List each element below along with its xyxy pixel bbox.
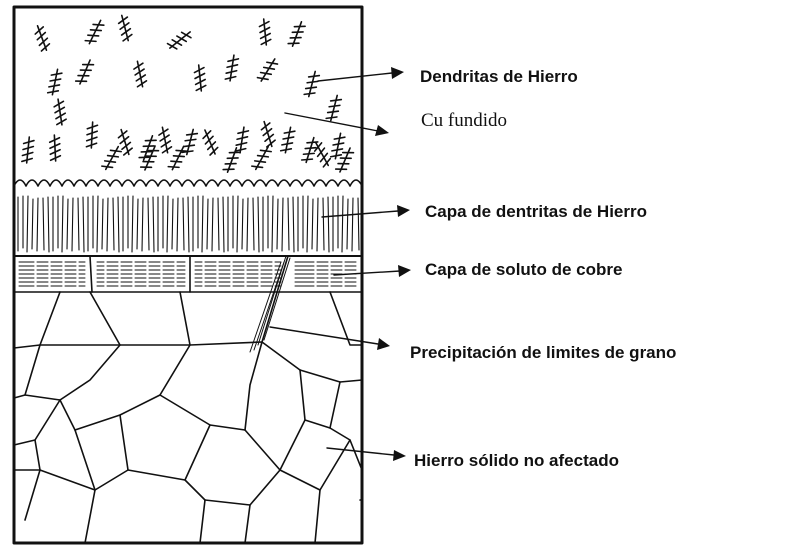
label-cu-fundido: Cu fundido	[421, 110, 507, 131]
copper-solute-layer	[18, 261, 357, 287]
iron-dendrite	[117, 14, 133, 42]
label-capa-de-soluto: Capa de soluto de cobre	[425, 260, 622, 279]
label-precipitacion: Precipitación de limites de grano	[410, 343, 676, 362]
iron-dendrite	[84, 19, 105, 45]
iron-dendrite	[334, 147, 355, 173]
iron-grain-boundaries	[13, 255, 363, 544]
specimen-outline	[12, 5, 364, 545]
iron-dendrite	[21, 136, 35, 164]
iron-dendrite	[166, 31, 192, 50]
arrow-capa-soluto	[333, 265, 411, 277]
iron-dendrite	[101, 145, 122, 171]
iron-dendrite	[234, 126, 250, 154]
iron-dendrite	[85, 121, 99, 149]
iron-dendrite	[279, 126, 296, 154]
label-dendritas-de-hierro: Dendritas de Hierro	[420, 67, 578, 86]
iron-dendrite	[260, 120, 276, 148]
iron-dendrite	[74, 59, 95, 85]
iron-dendrite	[181, 128, 199, 156]
label-hierro-solido: Hierro sólido no afectado	[414, 451, 619, 470]
iron-dendrite	[256, 58, 279, 82]
arrow-hierro-solido	[326, 447, 406, 461]
iron-dendrite	[325, 94, 343, 122]
iron-dendrite	[53, 98, 67, 126]
iron-dendrite	[287, 20, 306, 48]
arrow-dendritas	[317, 67, 404, 82]
molten-copper-region	[21, 14, 355, 174]
iron-dendrite	[48, 134, 62, 162]
iron-dendrite	[34, 24, 51, 52]
iron-dendrite	[313, 141, 332, 168]
arrow-capa-dendritas	[321, 205, 410, 218]
arrow-cu-fundido	[284, 112, 389, 136]
iron-dendrite	[167, 145, 188, 171]
label-capa-de-dentritas: Capa de dentritas de Hierro	[425, 202, 647, 221]
iron-dendrite	[222, 146, 241, 174]
iron-dendrite	[329, 132, 346, 160]
iron-dendrite	[133, 60, 148, 88]
iron-dendrite	[117, 128, 133, 156]
iron-dendrite	[193, 64, 207, 92]
iron-dendrite	[46, 68, 63, 96]
iron-dendrite-layer	[17, 195, 360, 253]
grain-boundary-precipitation	[249, 255, 291, 353]
liquid-solid-interface	[13, 179, 363, 187]
iron-dendrite	[251, 145, 272, 171]
iron-dendrite	[202, 129, 219, 156]
iron-dendrite	[258, 18, 272, 46]
iron-dendrite	[158, 126, 173, 154]
arrow-precipitacion	[269, 326, 390, 350]
iron-dendrite	[303, 70, 321, 98]
iron-dendrite	[139, 145, 160, 171]
leader-arrows	[269, 67, 411, 461]
iron-dendrite	[224, 54, 240, 82]
